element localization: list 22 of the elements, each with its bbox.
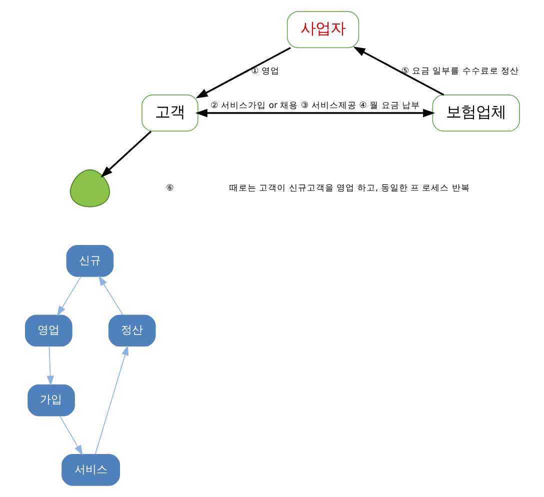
node-box: 사업자 (286, 11, 359, 48)
label: ⑥ (166, 183, 174, 194)
edge-label: ⑤ 요금 일부를 수수료로 정산 (400, 66, 519, 76)
node-box: 서비스 (61, 454, 120, 486)
arrow (194, 108, 435, 118)
label: 때로는 고객이 신규고객을 영업 하고, 동일한 프 로세스 반복 (228, 183, 470, 194)
arrow (46, 346, 54, 386)
node-box: 보험업체 (432, 94, 520, 132)
arrow (94, 344, 128, 454)
node-box: 고객 (141, 94, 198, 132)
arrow (98, 275, 123, 316)
node-box: 영업 (24, 314, 72, 347)
arrow (58, 415, 82, 456)
arrow (100, 130, 152, 178)
arrow (56, 276, 81, 316)
node-box: 신규 (66, 245, 114, 277)
edge-label: ② 서비스가입 or 채용 ③ 서비스제공 ④ 월 요금 납부 (210, 100, 420, 111)
node-box: 정산 (108, 314, 156, 347)
arrow (352, 46, 444, 96)
node-person (69, 169, 110, 208)
arrow (195, 47, 290, 98)
node-box: 가입 (27, 384, 74, 416)
